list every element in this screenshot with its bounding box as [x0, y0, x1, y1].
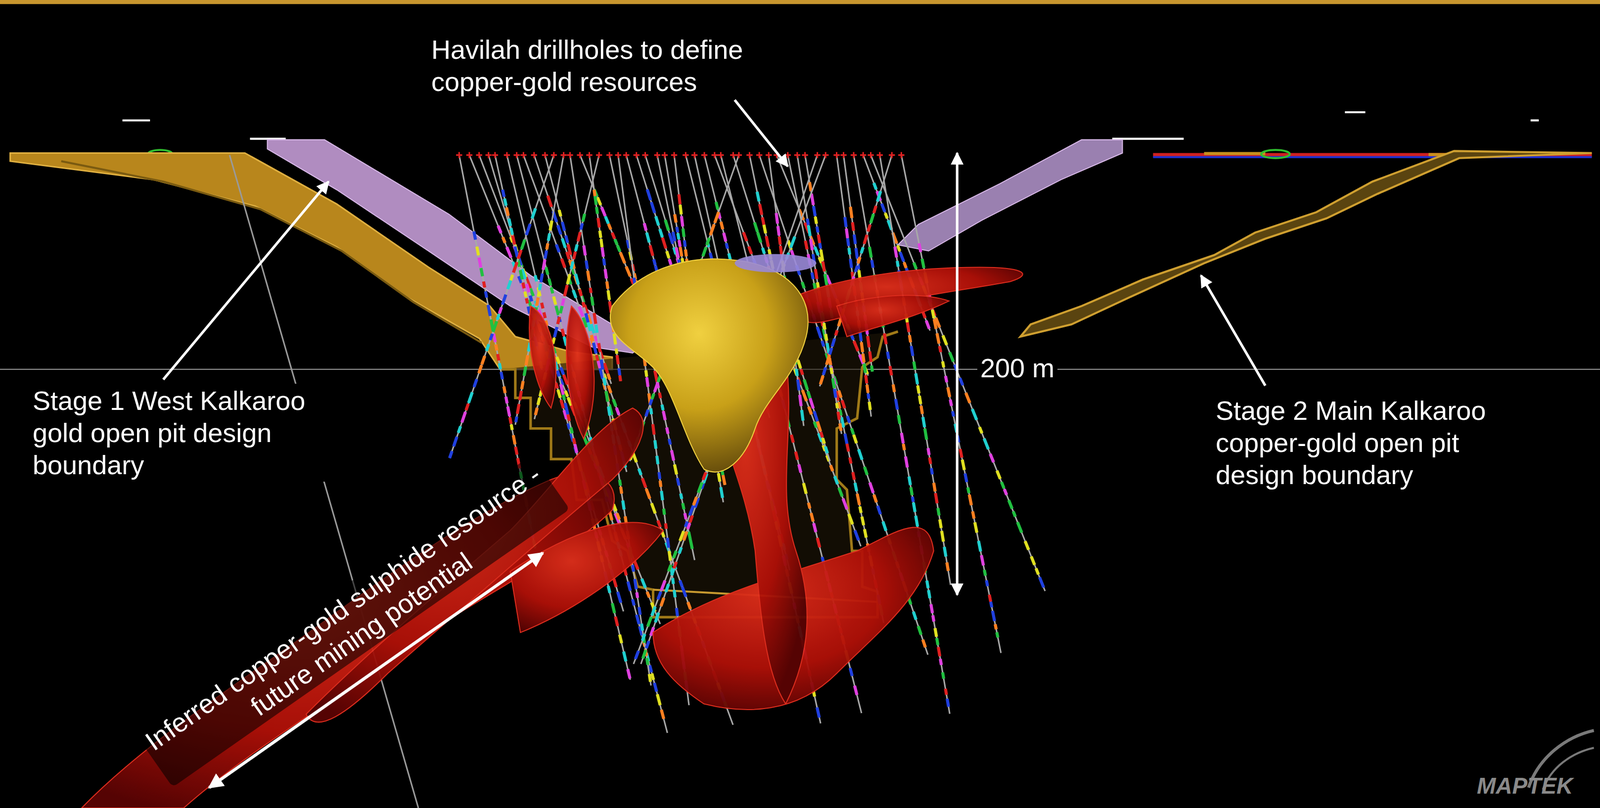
dimension-arrow: [956, 152, 959, 595]
watermark: MAPTEK: [1473, 771, 1576, 801]
leader-arrow: [1200, 275, 1266, 386]
leader-arrow: [734, 99, 788, 167]
leader-arrow: [163, 181, 329, 380]
dimension-label: 200 m: [977, 351, 1058, 386]
callout-label: Stage 1 West Kalkaroo gold open pit desi…: [29, 383, 347, 482]
callout-label: Stage 2 Main Kalkaroo copper-gold open p…: [1212, 393, 1530, 492]
callout-label: Havilah drillholes to define copper-gold…: [428, 32, 815, 99]
